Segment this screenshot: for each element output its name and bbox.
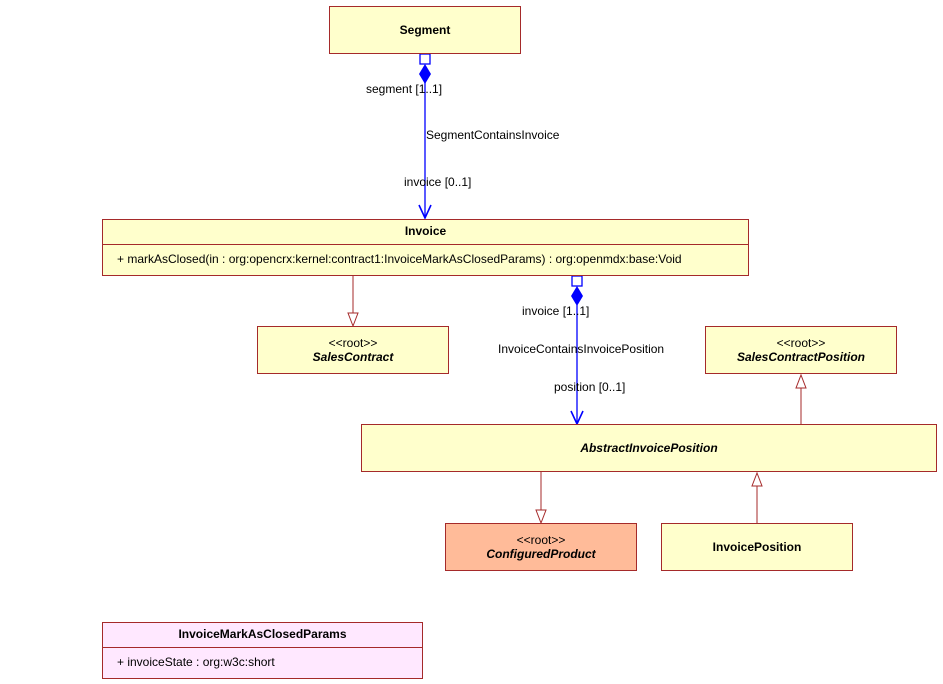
association-name-invoice-contains-invoice-position: InvoiceContainsInvoicePosition <box>498 342 665 356</box>
association-segment-contains-invoice <box>418 53 432 220</box>
operation-mark-as-closed: + markAsClosed(in : org:opencrx:kernel:c… <box>117 252 682 266</box>
class-header: Invoice <box>103 220 748 242</box>
composition-diamond-marker <box>419 64 431 84</box>
class-name: SalesContract <box>312 350 394 364</box>
class-sales-contract[interactable]: <<root>> SalesContract <box>257 326 449 374</box>
stereotype-label: <<root>> <box>328 336 378 350</box>
attribute-invoice-state: + invoiceState : org:w3c:short <box>117 655 275 669</box>
navigability-arrowhead <box>418 204 432 220</box>
association-name-segment-contains-invoice: SegmentContainsInvoice <box>426 128 560 142</box>
role-label-segment: segment [1..1] <box>366 82 443 96</box>
role-label-invoice: invoice [0..1] <box>404 175 472 189</box>
class-name: AbstractInvoicePosition <box>580 441 718 455</box>
generalization-triangle <box>535 509 547 525</box>
class-header: Segment <box>330 7 520 53</box>
stereotype-label: <<root>> <box>516 533 566 547</box>
generalization-invoice-to-sales-contract <box>347 276 359 328</box>
generalization-abstract-invoice-position-to-configured-product <box>535 472 547 525</box>
generalization-triangle <box>751 471 763 487</box>
class-name: InvoiceMarkAsClosedParams <box>178 627 347 641</box>
class-invoice[interactable]: Invoice + markAsClosed(in : org:opencrx:… <box>102 219 749 276</box>
class-name: SalesContractPosition <box>736 350 866 364</box>
generalization-triangle <box>347 312 359 328</box>
role-label-position: position [0..1] <box>554 380 626 394</box>
class-sales-contract-position[interactable]: <<root>> SalesContractPosition <box>705 326 897 374</box>
class-invoice-position[interactable]: InvoicePosition <box>661 523 853 571</box>
generalization-triangle <box>795 373 807 389</box>
composition-square-marker <box>419 53 431 65</box>
class-name: Invoice <box>404 224 447 238</box>
class-invoice-mark-as-closed-params[interactable]: InvoiceMarkAsClosedParams + invoiceState… <box>102 622 423 679</box>
composition-square-marker <box>571 275 583 287</box>
class-header: AbstractInvoicePosition <box>362 425 936 471</box>
compartment-divider <box>103 647 422 648</box>
stereotype-label: <<root>> <box>776 336 826 350</box>
class-header: <<root>> SalesContract <box>258 327 448 373</box>
compartment-divider <box>103 244 748 245</box>
composition-diamond-marker <box>571 286 583 306</box>
class-header: InvoiceMarkAsClosedParams <box>103 623 422 645</box>
class-header: <<root>> SalesContractPosition <box>706 327 896 373</box>
class-abstract-invoice-position[interactable]: AbstractInvoicePosition <box>361 424 937 472</box>
class-header: <<root>> ConfiguredProduct <box>446 524 636 570</box>
class-configured-product[interactable]: <<root>> ConfiguredProduct <box>445 523 637 571</box>
class-header: InvoicePosition <box>662 524 852 570</box>
class-name: ConfiguredProduct <box>486 547 596 561</box>
role-label-invoice-owner: invoice [1..1] <box>522 304 590 318</box>
class-name: Segment <box>399 23 451 37</box>
class-segment[interactable]: Segment <box>329 6 521 54</box>
generalization-invoice-position-to-abstract-invoice-position <box>751 471 763 523</box>
generalization-abstract-invoice-position-to-sales-contract-position <box>795 373 807 424</box>
class-name: InvoicePosition <box>712 540 802 554</box>
